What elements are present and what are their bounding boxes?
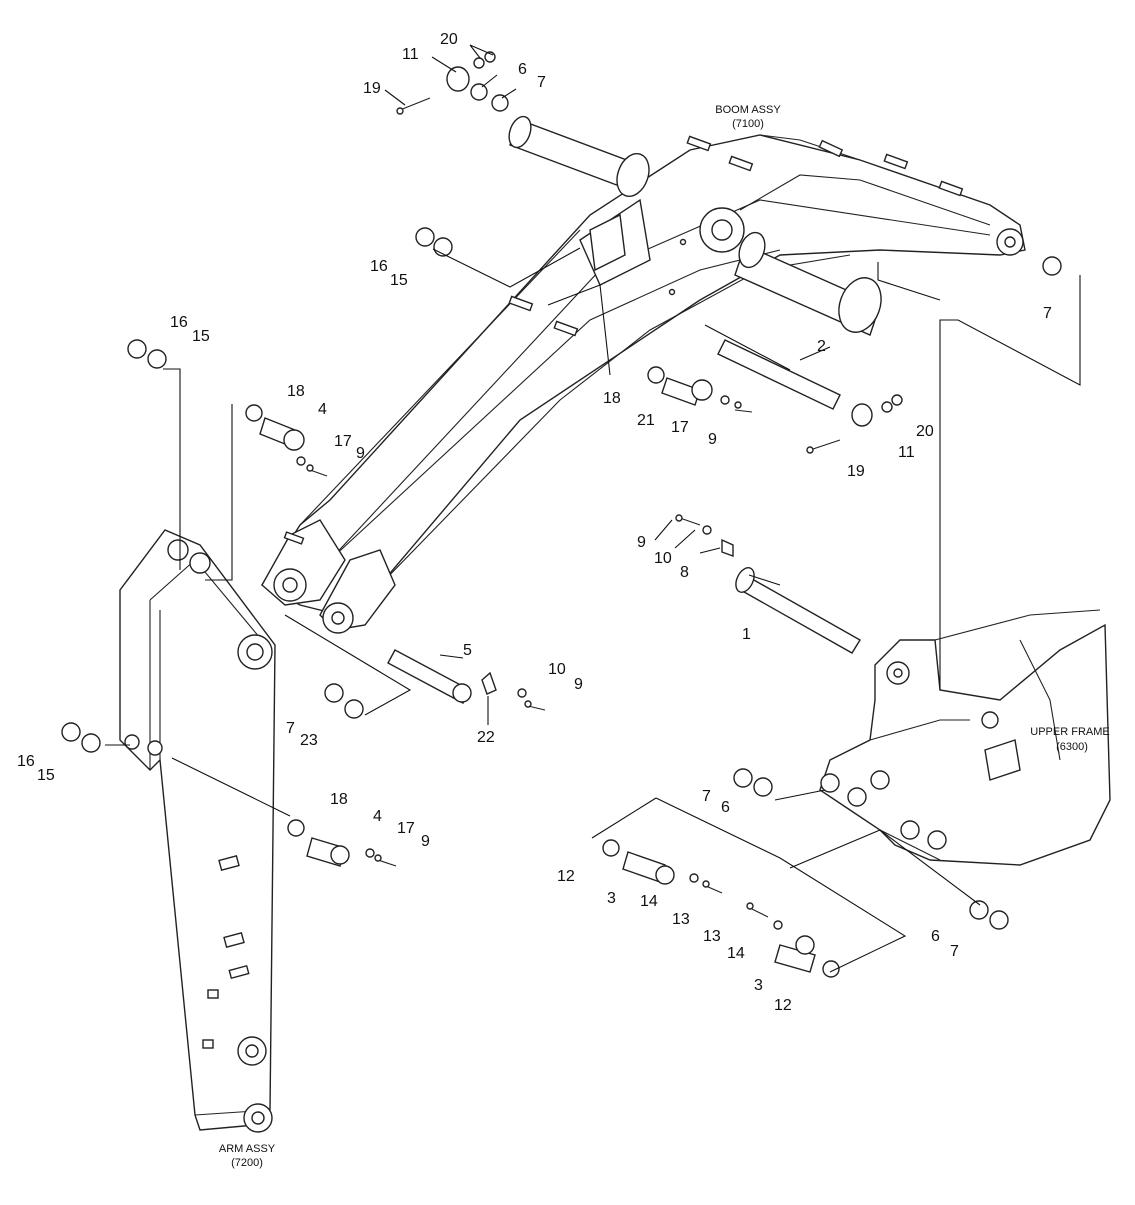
callout: 14 [640, 893, 658, 910]
callout: 6 [931, 928, 940, 945]
callout: 3 [754, 977, 763, 994]
callout: 7 [702, 788, 711, 805]
callout: 16 [17, 753, 35, 770]
upper-frame [819, 609, 1111, 866]
arm-assy-label: ARM ASSY [219, 1143, 276, 1155]
callout: 21 [637, 412, 655, 429]
callout: 20 [440, 31, 458, 48]
callout: 23 [300, 732, 318, 749]
assembly-labels: BOOM ASSY (7100) ARM ASSY (7200) UPPER F… [219, 104, 1110, 1169]
callout: 17 [334, 433, 352, 450]
callout: 6 [518, 61, 527, 78]
leader-lines [105, 44, 1081, 973]
callout: 18 [330, 791, 348, 808]
upper-frame-code: (6300) [1056, 741, 1088, 753]
callout: 10 [654, 550, 672, 567]
callout: 14 [727, 945, 745, 962]
callout: 4 [318, 401, 327, 418]
callout: 7 [950, 943, 959, 960]
callout: 8 [680, 564, 689, 581]
callout: 17 [671, 419, 689, 436]
arm-assy-code: (7200) [231, 1157, 263, 1169]
callout: 9 [356, 445, 365, 462]
callout: 13 [703, 928, 721, 945]
callout: 15 [192, 328, 210, 345]
callout: 5 [463, 642, 472, 659]
callout: 11 [402, 46, 419, 63]
callout: 18 [603, 390, 621, 407]
boom-assy-label: BOOM ASSY [715, 104, 781, 116]
callout: 7 [1043, 305, 1052, 322]
callout: 9 [421, 833, 430, 850]
callout: 12 [774, 997, 792, 1014]
pins-and-hardware [61, 51, 1062, 978]
callout: 2 [817, 338, 826, 355]
callout: 9 [708, 431, 717, 448]
callout: 19 [847, 463, 865, 480]
callout: 9 [637, 534, 646, 551]
callout: 19 [363, 80, 381, 97]
callout: 10 [548, 661, 566, 678]
callout: 12 [557, 868, 575, 885]
callout: 15 [37, 767, 55, 784]
callout: 9 [574, 676, 583, 693]
callout: 17 [397, 820, 415, 837]
boom-cylinder-pin-assembly [508, 115, 882, 336]
upper-frame-label: UPPER FRAME [1030, 726, 1109, 738]
callout: 13 [672, 911, 690, 928]
callout: 15 [390, 272, 408, 289]
callout: 16 [170, 314, 188, 331]
callout: 4 [373, 808, 382, 825]
boom-assy-code: (7100) [732, 118, 764, 130]
callout: 11 [898, 444, 915, 461]
boom-assembly [261, 134, 1026, 634]
callout: 6 [721, 799, 730, 816]
callout: 7 [537, 74, 546, 91]
callout: 1 [742, 626, 751, 643]
callout: 7 [286, 720, 295, 737]
callout: 20 [916, 423, 934, 440]
callout: 22 [477, 729, 495, 746]
arm-assembly [119, 529, 276, 1133]
callout: 18 [287, 383, 305, 400]
callout-numbers: 20 11 6 7 19 16 15 7 16 15 18 4 17 9 2 1… [17, 31, 1052, 1014]
callout: 16 [370, 258, 388, 275]
callout: 3 [607, 890, 616, 907]
